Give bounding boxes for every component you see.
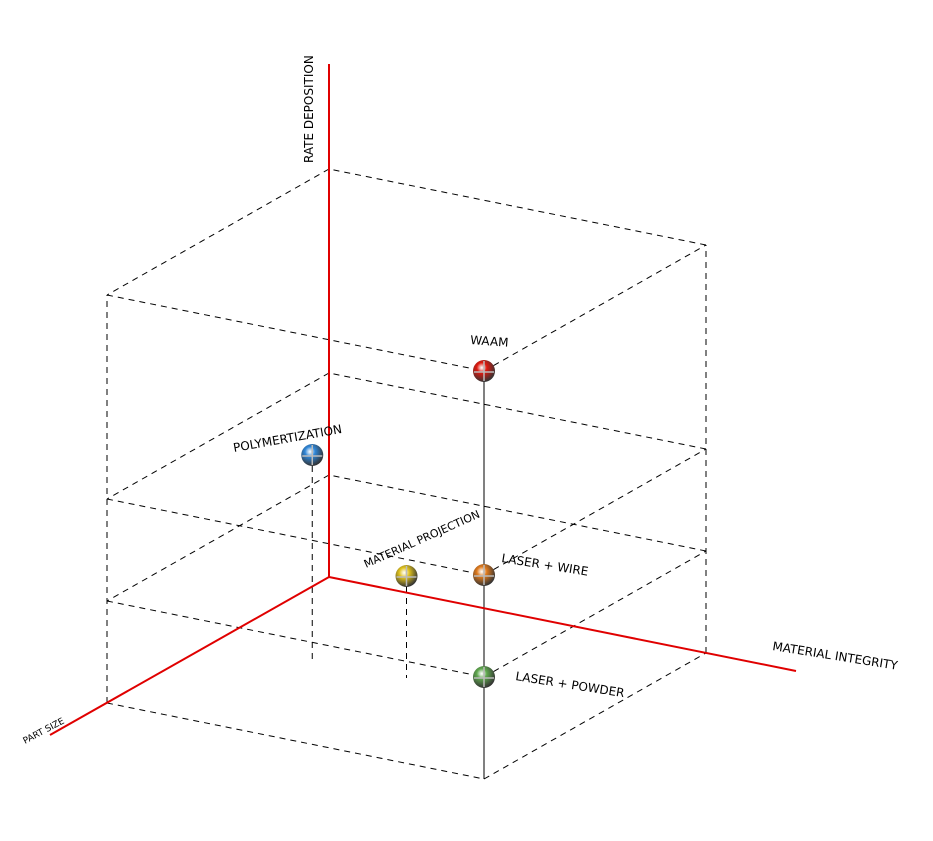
- grid-line: [328, 168, 707, 246]
- grid-line: [106, 702, 485, 780]
- axis-part-size: [49, 576, 330, 736]
- grid-line: [328, 372, 707, 450]
- axis-material-integrity: [328, 576, 797, 672]
- point-label-polymertization: POLYMERTIZATION: [232, 422, 343, 455]
- grid-line: [328, 474, 707, 552]
- data-points: [301, 360, 495, 688]
- grid-line: [483, 652, 707, 780]
- axis-label-part-size: PART SIZE: [22, 716, 67, 746]
- grid-line: [483, 448, 707, 576]
- grid-line: [483, 550, 707, 678]
- axis-label-rate-deposition: RATE DEPOSITION: [302, 55, 316, 163]
- point-label-laser-powder: LASER + POWDER: [515, 669, 626, 700]
- grid-line: [106, 474, 330, 602]
- point-label-laser-wire: LASER + WIRE: [501, 551, 590, 579]
- point-label-waam: WAAM: [470, 333, 509, 350]
- grid-line: [106, 372, 330, 500]
- axis-label-material-integrity: MATERIAL INTEGRITY: [772, 639, 900, 673]
- grid-line: [106, 168, 330, 296]
- grid-line: [106, 498, 485, 576]
- point-label-material-projection: MATERIAL PROJECTION: [362, 508, 482, 571]
- axes: [49, 64, 797, 736]
- grid-line: [483, 244, 707, 372]
- grid-line: [106, 294, 485, 372]
- grid-line: [106, 600, 485, 678]
